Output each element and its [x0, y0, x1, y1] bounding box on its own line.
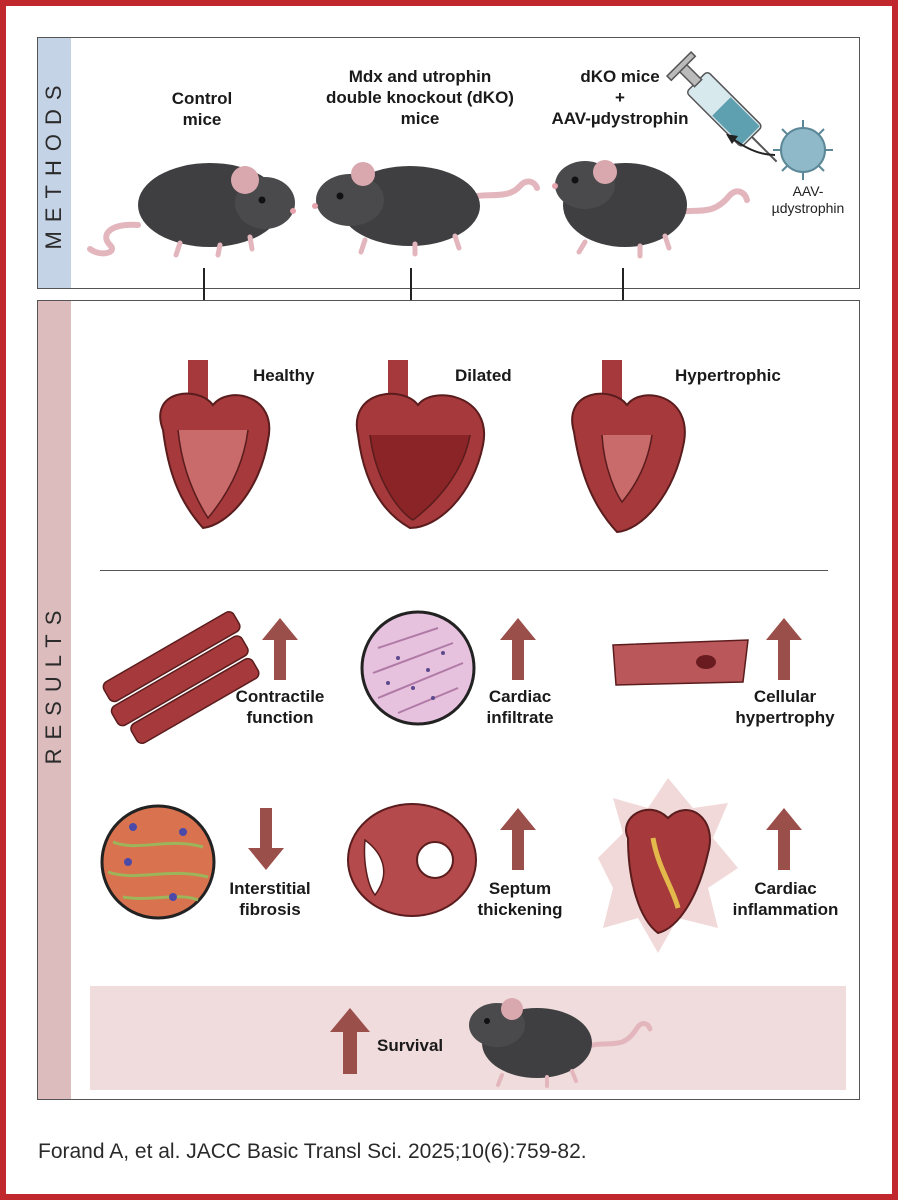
cardiomyocytes-illustration [102, 611, 260, 745]
cardiac-infiltrate-label: Cardiac infiltrate [486, 687, 554, 727]
hypertrophic-label: Hypertrophic [675, 366, 781, 385]
results-section-label: RESULTS [41, 601, 66, 765]
methods-side-bar [38, 38, 71, 288]
contractile-function-label: Contractile function [235, 687, 325, 727]
dko-mouse-illustration [312, 162, 540, 257]
healthy-heart-illustration [159, 360, 271, 530]
hypertrophic-cell-illustration [612, 639, 749, 686]
control-mice-label: Control mice [171, 89, 233, 129]
results-divider [100, 570, 828, 571]
hypertrophic-heart-illustration [571, 360, 686, 534]
interstitial-fibrosis-histology [100, 804, 216, 920]
arrow-up-icon [500, 808, 536, 870]
dilated-label: Dilated [455, 366, 512, 385]
virus-icon [773, 120, 833, 180]
septum-cross-section-illustration [347, 803, 477, 917]
cellular-hypertrophy-label: Cellular hypertrophy [735, 687, 835, 727]
citation: Forand A, et al. JACC Basic Transl Sci. … [38, 1140, 587, 1163]
control-mouse-illustration [87, 163, 296, 258]
results-side-bar [38, 301, 71, 1099]
cardiac-inflammation-label: Cardiac inflammation [732, 879, 839, 919]
arrow-up-icon [330, 1008, 370, 1074]
virus-label: AAV- µdystrophin [771, 183, 845, 216]
cardiac-infiltrate-histology [360, 610, 476, 726]
arrow-up-icon [500, 618, 536, 680]
arrow-up-icon [262, 618, 298, 680]
virus-to-syringe-arrow [726, 134, 776, 156]
inflamed-heart-illustration [598, 778, 738, 953]
treated-mouse-illustration [552, 160, 750, 259]
syringe-icon [665, 50, 778, 163]
treated-mice-label: dKO mice + AAV-µdystrophin [551, 67, 689, 128]
arrow-up-icon [766, 808, 802, 870]
interstitial-fibrosis-label: Interstitial fibrosis [229, 879, 311, 919]
healthy-label: Healthy [253, 366, 315, 385]
survival-label: Survival [377, 1036, 444, 1055]
methods-panel [37, 37, 860, 289]
septum-thickening-label: Septum thickening [477, 879, 563, 919]
arrow-down-icon [248, 808, 284, 870]
survival-band [90, 986, 846, 1090]
dilated-heart-illustration [355, 360, 486, 530]
arrow-up-icon [766, 618, 802, 680]
surviving-mouse-illustration [469, 998, 653, 1088]
dko-mice-label: Mdx and utrophin double knockout (dKO) m… [326, 67, 514, 128]
